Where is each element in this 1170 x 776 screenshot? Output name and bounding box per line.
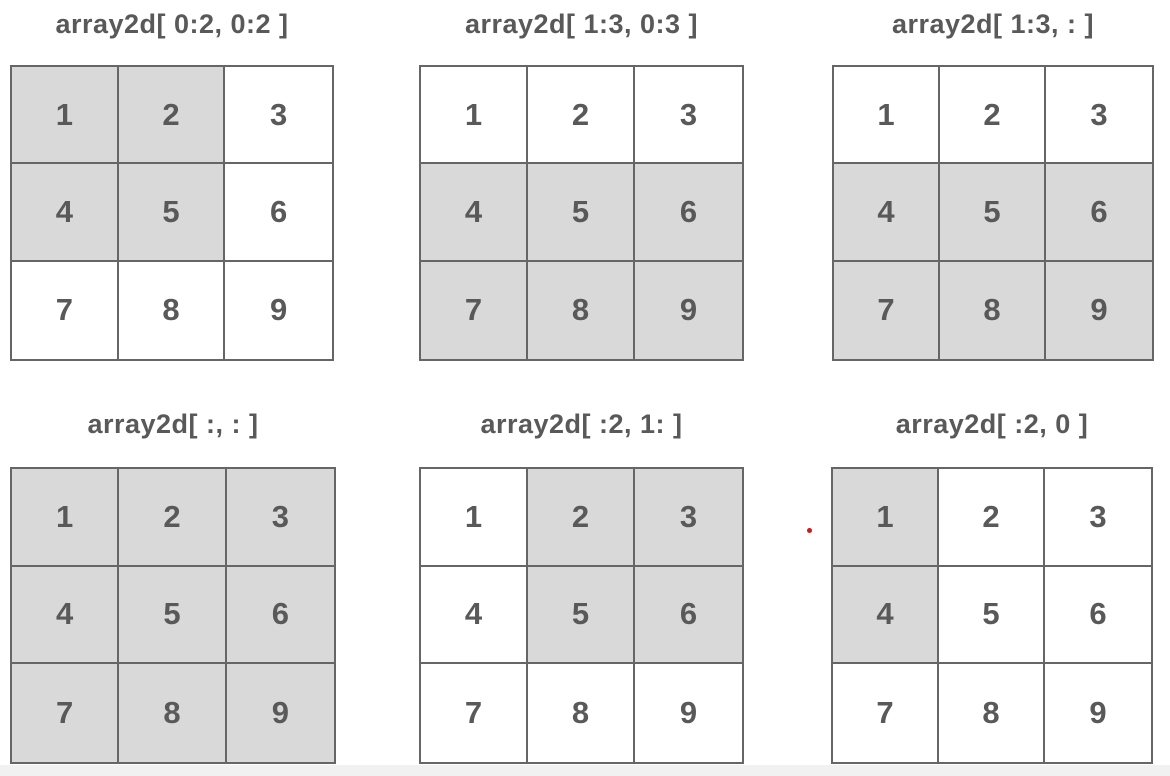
matrix-cell: 6 <box>226 566 334 665</box>
matrix-cell: 1 <box>12 67 119 165</box>
matrix-cell: 6 <box>1046 164 1152 262</box>
matrix-cell: 4 <box>833 566 939 665</box>
matrix-cell: 1 <box>421 67 528 165</box>
matrix-cell: 8 <box>940 261 1046 359</box>
matrix-cell: 7 <box>833 664 939 762</box>
matrix-cell: 1 <box>833 469 939 567</box>
panel-title: array2d[ 1:3, : ] <box>891 9 1095 39</box>
panel-title: array2d[ :2, 0 ] <box>895 409 1089 439</box>
bottom-strip <box>0 765 1170 776</box>
matrix-cell: 2 <box>528 469 635 567</box>
matrix-cell: 8 <box>528 664 635 762</box>
matrix-cell: 9 <box>226 664 334 762</box>
matrix-cell: 3 <box>225 67 332 165</box>
matrix-cell: 7 <box>421 664 528 762</box>
matrix-cell: 3 <box>635 469 742 567</box>
matrix-cell: 5 <box>528 164 635 262</box>
matrix-cell: 8 <box>118 261 226 359</box>
matrix-cell: 9 <box>635 261 742 359</box>
matrix-cell: 1 <box>421 469 528 567</box>
matrix-cell: 3 <box>1045 469 1151 567</box>
matrix-cell: 7 <box>12 664 120 762</box>
matrix-cell: 5 <box>119 566 227 665</box>
matrix-cell: 4 <box>421 164 528 262</box>
matrix-cell: 7 <box>834 261 940 359</box>
matrix-cell: 2 <box>939 469 1045 567</box>
matrix-cell: 2 <box>528 67 635 165</box>
matrix-cell: 4 <box>12 164 119 262</box>
laser-pointer-dot <box>807 528 812 533</box>
panel-title: array2d[ 0:2, 0:2 ] <box>55 9 289 39</box>
panel-title: array2d[ 1:3, 0:3 ] <box>464 9 699 39</box>
matrix-cell: 9 <box>1046 261 1152 359</box>
matrix-cell: 8 <box>119 664 227 762</box>
matrix-cell: 5 <box>940 164 1046 262</box>
matrix-cell: 6 <box>635 164 742 262</box>
matrix-cell: 4 <box>834 164 940 262</box>
matrix-cell: 1 <box>12 469 120 567</box>
matrix-cell: 2 <box>940 67 1046 165</box>
panel-title: array2d[ :, : ] <box>87 409 259 439</box>
matrix-cell: 3 <box>635 67 742 165</box>
matrix-cell: 8 <box>528 261 635 359</box>
matrix-cell: 2 <box>118 67 226 165</box>
matrix-cell: 6 <box>225 164 332 262</box>
matrix-cell: 9 <box>635 664 742 762</box>
matrix-cell: 7 <box>12 261 119 359</box>
matrix-cell: 6 <box>1045 566 1151 665</box>
matrix-cell: 5 <box>939 566 1045 665</box>
matrix-cell: 4 <box>421 566 528 665</box>
matrix-cell: 3 <box>226 469 334 567</box>
matrix-cell: 5 <box>528 566 635 665</box>
matrix-cell: 2 <box>119 469 227 567</box>
panel-title: array2d[ :2, 1: ] <box>480 409 683 439</box>
matrix-cell: 4 <box>12 566 120 665</box>
matrix-cell: 3 <box>1046 67 1152 165</box>
matrix-cell: 6 <box>635 566 742 665</box>
matrix-cell: 8 <box>939 664 1045 762</box>
matrix-cell: 9 <box>225 261 332 359</box>
matrix-cell: 7 <box>421 261 528 359</box>
matrix-cell: 1 <box>834 67 940 165</box>
matrix-cell: 5 <box>118 164 226 262</box>
matrix-cell: 9 <box>1045 664 1151 762</box>
